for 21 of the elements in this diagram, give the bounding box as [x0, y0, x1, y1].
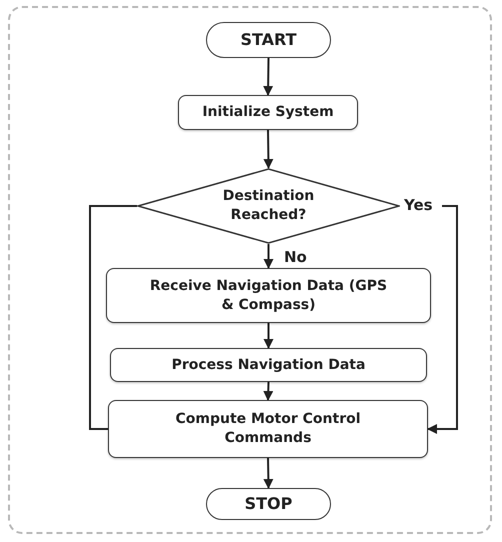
terminal-pill	[206, 22, 331, 58]
decision-label: Destination Reached?	[222, 187, 316, 225]
connector-arrow	[263, 382, 274, 401]
connector-arrow	[263, 58, 274, 96]
step-label: Initialize System	[202, 103, 334, 122]
connector-arrow	[264, 323, 274, 349]
terminal-pill	[206, 488, 331, 520]
step-label: START	[240, 29, 297, 51]
process-box	[108, 400, 428, 458]
connector-arrow	[263, 130, 274, 169]
step-label: Process Navigation Data	[172, 356, 366, 374]
process-box	[178, 95, 358, 130]
step-label: Compute Motor Control Commands	[174, 410, 362, 448]
process-box	[110, 348, 427, 382]
step-label: STOP	[244, 493, 292, 515]
step-label: Receive Navigation Data (GPS & Compass)	[148, 276, 388, 314]
connector-arrow	[263, 458, 274, 489]
decision-diamond	[137, 168, 400, 244]
process-box	[106, 268, 431, 323]
connector-arrow	[427, 205, 458, 434]
connector-arrow	[264, 244, 274, 269]
